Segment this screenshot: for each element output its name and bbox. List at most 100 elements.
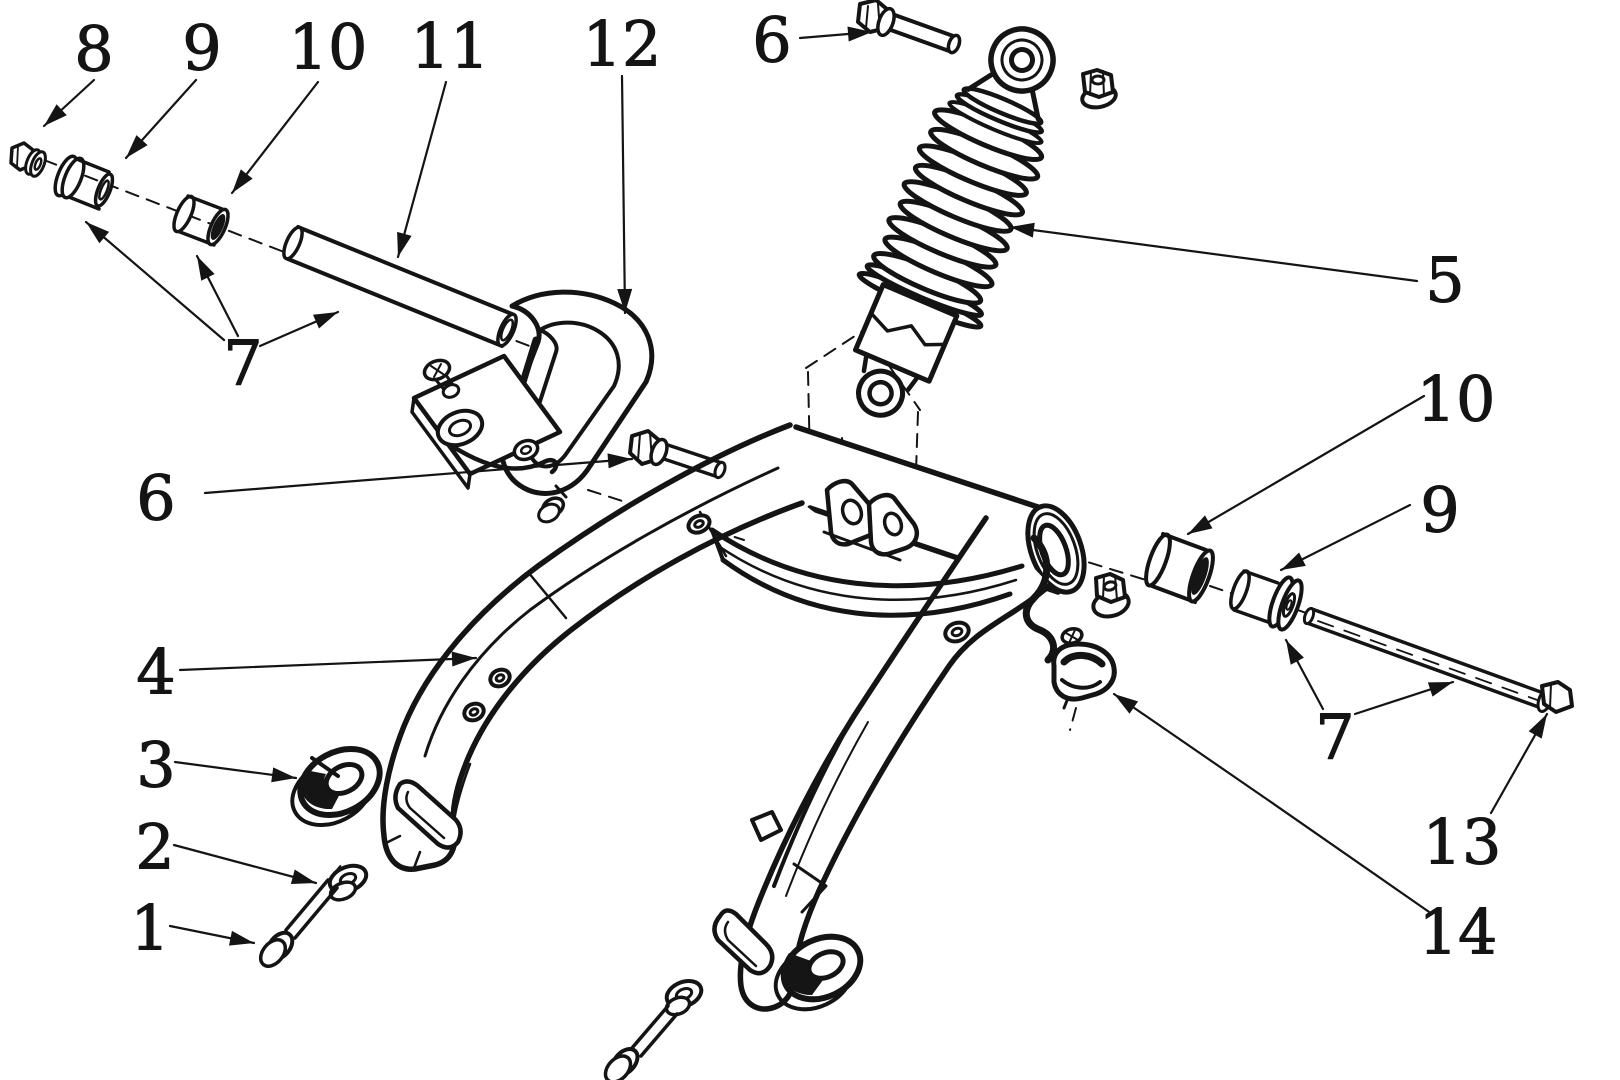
left-arm-hole-upper — [686, 513, 712, 535]
swingarm-pivot-axle — [1302, 606, 1574, 714]
chain-guide-bracket — [410, 289, 655, 524]
right-arm-slot-inner — [723, 920, 758, 968]
callout-label-6-middle: 6 — [136, 462, 175, 535]
bolt-bore — [33, 157, 43, 171]
bracket-hole-small — [512, 438, 540, 462]
axle-fill — [1307, 609, 1549, 709]
bushing-end-left — [1144, 532, 1172, 588]
chain-slider-clamp — [1051, 641, 1117, 710]
bolt-tip — [946, 33, 962, 55]
leader-arrowhead-7-left — [197, 256, 215, 281]
leader-arrowhead-6-middle — [607, 453, 632, 469]
leader-line-7-left — [84, 220, 226, 342]
bushing-end-left — [1229, 569, 1251, 611]
bolt-flange — [649, 437, 669, 467]
shock-body — [852, 282, 960, 384]
shock-mount-tabs — [822, 478, 919, 562]
axle-shaft — [1305, 607, 1551, 711]
mount-tab-front-hole — [840, 498, 864, 526]
right-arm-bolt-center — [950, 626, 964, 638]
bushing-flange-front — [60, 156, 86, 200]
rear-shock-absorber — [852, 26, 1056, 418]
shock-mount-dash-box — [805, 329, 921, 495]
leader-arrowhead-10-right — [1188, 515, 1213, 534]
chain-adjuster-left — [258, 745, 383, 968]
shock-upper-nut — [1080, 68, 1118, 110]
right-arm-groove-thin — [785, 721, 869, 897]
right-arm-gusset — [792, 862, 828, 914]
pivot-tube-end-face — [1032, 512, 1080, 586]
swingarm-right-arm — [712, 515, 1053, 1012]
leader-arrowhead-6-upper — [847, 26, 872, 42]
callout-label-12: 12 — [583, 8, 662, 81]
shock-body-wavy-line — [869, 311, 947, 347]
nut-hex-body — [1094, 572, 1127, 604]
callout-label-10-upper-left: 10 — [289, 11, 368, 84]
left-arm-cap-facets — [386, 834, 422, 870]
bushing-dark-bore — [210, 214, 226, 240]
bolt-flange-front — [29, 150, 47, 178]
tube-bore — [499, 318, 515, 342]
left-arm-hole-1 — [488, 667, 512, 689]
adjuster-cam-dark-wedge — [782, 953, 826, 996]
mount-tab-base — [822, 530, 902, 562]
callout-label-1: 1 — [130, 892, 169, 965]
callout-label-2: 2 — [135, 811, 174, 884]
leader-line-12 — [620, 74, 627, 315]
bushing-dark-bore — [1191, 557, 1209, 595]
tube-body — [286, 225, 514, 348]
leader-arrowhead-1 — [228, 930, 254, 946]
callout-label-7-right: 7 — [1315, 701, 1354, 774]
leader-arrowhead-7-right — [1286, 640, 1304, 665]
bolt-head-facet — [16, 145, 19, 168]
screw-tip — [441, 383, 461, 399]
bracket-plate-thickness — [410, 396, 472, 490]
shock-clevis — [861, 352, 921, 392]
callout-label-9-upper-left: 9 — [182, 12, 221, 85]
adjuster-cam-notch — [310, 756, 340, 778]
brace-bottom-edge — [720, 557, 1013, 618]
leader-arrowhead-3 — [271, 767, 296, 783]
swingarm-cross-brace — [709, 527, 1025, 618]
shock-upper-eye-ring — [1000, 38, 1044, 82]
leader-arrowhead-7-left — [313, 312, 338, 329]
tube-end-left — [282, 225, 304, 261]
callout-label-4: 4 — [136, 636, 175, 709]
leader-line-10-right — [1186, 394, 1426, 536]
axle-hex-head — [1540, 680, 1574, 714]
bushing-body — [67, 158, 111, 211]
left-arm-slot-inner — [405, 790, 446, 840]
bracket-hole-large-inner — [447, 418, 473, 438]
left-arm-outline — [380, 422, 805, 872]
shock-spring — [871, 107, 1045, 306]
leader-line-9-right — [1279, 503, 1412, 572]
leader-arrowhead-7-left — [86, 222, 110, 244]
bolt-tip — [713, 460, 727, 480]
left-arm-hole-1-bore — [494, 673, 506, 683]
leader-arrowhead-9-right — [1281, 552, 1306, 570]
adjuster-cam-inner — [806, 949, 846, 981]
nut-bore — [1090, 74, 1106, 86]
callout-label-14: 14 — [1419, 896, 1498, 969]
leader-arrowhead-14 — [1114, 694, 1139, 714]
brace-mid-edge — [715, 543, 1018, 601]
shock-upper-eye — [988, 26, 1056, 94]
leader-line-5 — [1008, 225, 1419, 283]
leader-arrowhead-2 — [290, 869, 316, 885]
shock-upper-eye-bore — [1009, 47, 1035, 73]
adjuster-bolt-shaft — [630, 1004, 679, 1058]
bracket-screw-top — [422, 358, 461, 399]
shock-eye-neck — [965, 69, 1041, 122]
shock-lower-bolt — [628, 429, 727, 480]
bushing-bore-inner — [1285, 599, 1293, 611]
axle-tip — [1302, 606, 1316, 626]
swingarm — [380, 422, 1087, 1012]
right-arm-fill — [740, 518, 1050, 1009]
left-arm-end-slot — [393, 779, 463, 850]
leader-line-14 — [1112, 692, 1434, 916]
bolt-shaft — [886, 12, 958, 54]
flanged-bushing-upper-left — [53, 154, 115, 211]
bracket-hole-large — [435, 408, 485, 448]
